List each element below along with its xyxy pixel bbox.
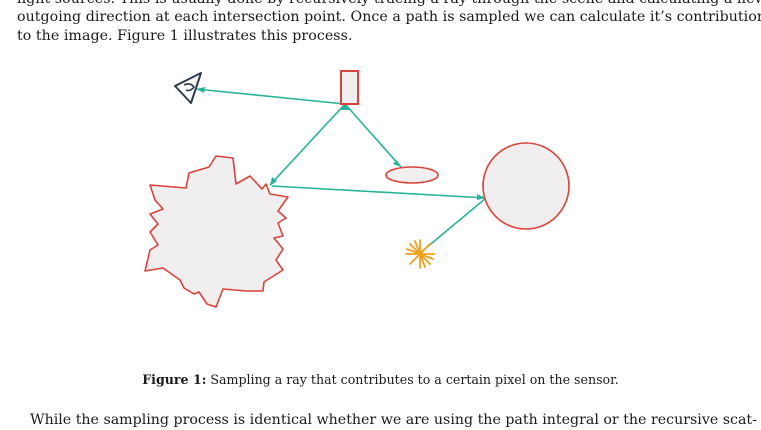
ray-sensor-to-eye bbox=[196, 89, 345, 104]
next-paragraph-line: While the sampling process is identical … bbox=[30, 411, 757, 430]
ray-star-to-circle bbox=[272, 186, 486, 198]
arrowhead-ellipse bbox=[393, 160, 401, 167]
eye-icon bbox=[175, 73, 201, 103]
sensor-icon bbox=[341, 71, 358, 104]
star-object bbox=[145, 156, 288, 307]
arrowhead-eye bbox=[196, 87, 205, 93]
paragraph-line-1: outgoing direction at each intersection … bbox=[17, 8, 761, 27]
circle-object bbox=[483, 143, 569, 229]
paragraph-line-2: to the image. Figure 1 illustrates this … bbox=[17, 27, 353, 46]
light-source-icon bbox=[406, 240, 434, 268]
figure-illustration bbox=[0, 55, 761, 355]
caption-label: Figure 1: bbox=[142, 372, 206, 387]
ray-sensor-to-star bbox=[270, 104, 345, 185]
caption-text: Sampling a ray that contributes to a cer… bbox=[210, 372, 618, 387]
figure-caption: Figure 1: Sampling a ray that contributes… bbox=[0, 372, 761, 388]
ellipse-object bbox=[386, 167, 438, 183]
ray-sensor-to-ellipse bbox=[345, 104, 401, 167]
